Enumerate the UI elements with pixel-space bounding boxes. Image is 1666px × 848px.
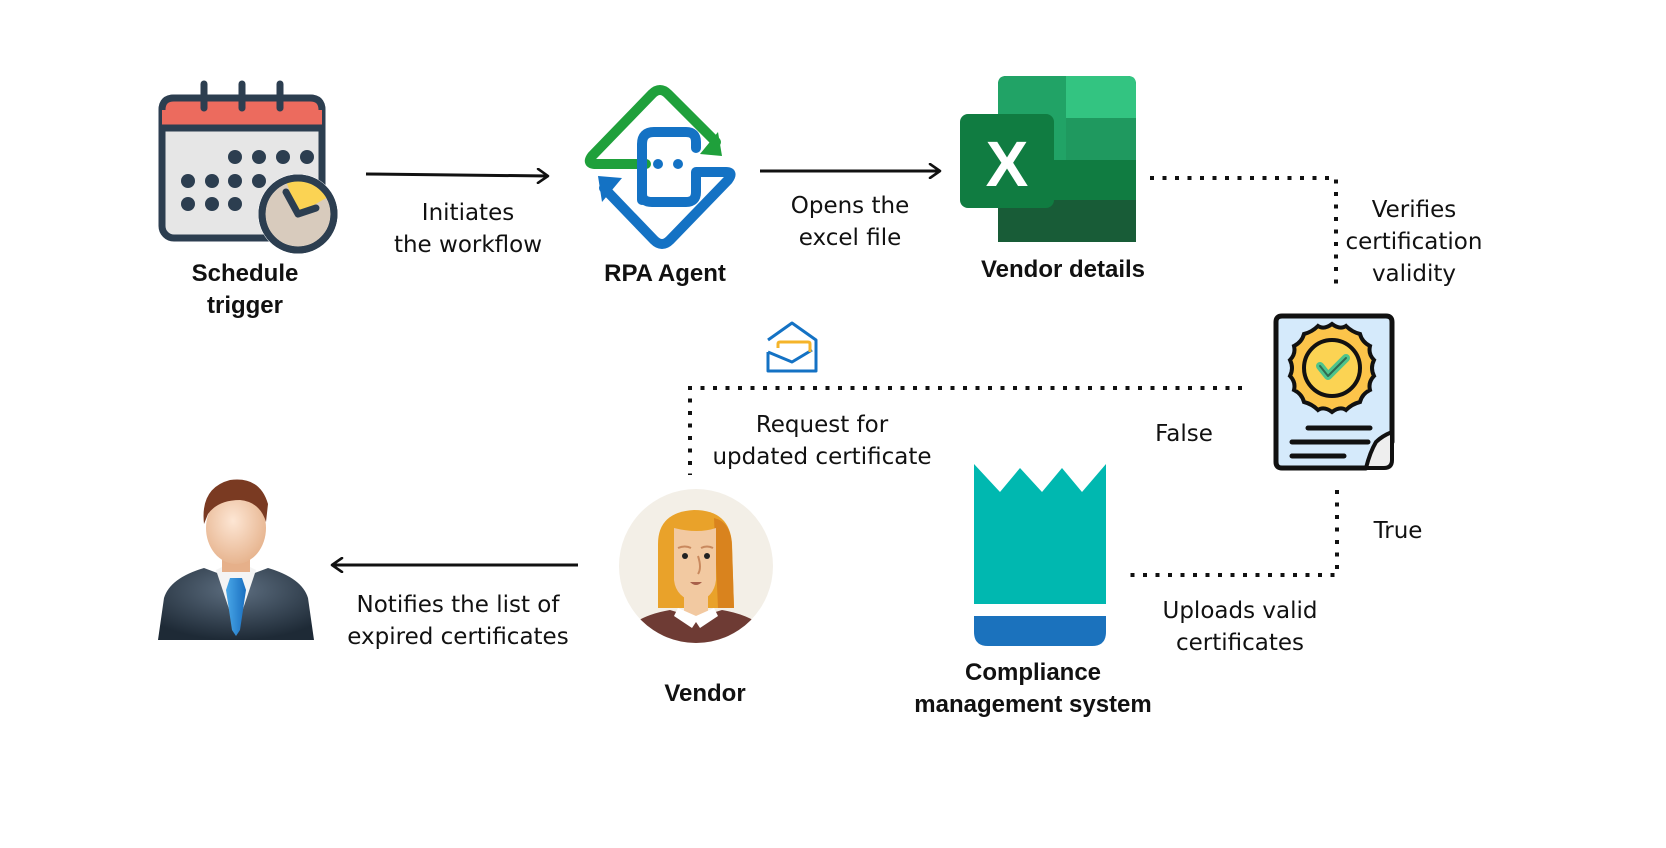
compliance-system-title: Compliance management system	[880, 657, 1186, 721]
compliance-crown-icon	[974, 464, 1106, 646]
edge-label-initiates: Initiates the workflow	[368, 197, 568, 261]
excel-icon: X	[960, 76, 1136, 242]
edge-label-opens-line1: Opens the	[790, 193, 910, 219]
edge-label-notifies-line1: Notifies the list of	[356, 592, 560, 618]
zoho-mail-icon	[766, 321, 818, 373]
edge-label-uploads: Uploads valid certificates	[1140, 595, 1340, 659]
edge-label-verifies-line3: validity	[1371, 261, 1457, 287]
certificate-badge-icon	[1273, 313, 1395, 471]
compliance-system-title-line1: Compliance	[964, 659, 1102, 686]
edge-label-uploads-line1: Uploads valid	[1162, 598, 1318, 624]
schedule-trigger-title-line2: trigger	[206, 292, 283, 319]
dotted-verifies	[1150, 176, 1338, 292]
calendar-clock-icon	[158, 80, 338, 254]
businessman-avatar-icon	[158, 479, 314, 640]
edge-label-notifies-line2: expired certificates	[347, 624, 569, 650]
schedule-trigger-title: Schedule trigger	[150, 258, 340, 322]
dotted-false-branch	[688, 386, 1242, 475]
rpa-agent-title: RPA Agent	[604, 260, 726, 287]
edge-label-notifies: Notifies the list of expired certificate…	[338, 589, 578, 653]
edge-label-true: True	[1373, 518, 1423, 544]
edge-label-false: False	[1155, 421, 1213, 447]
dotted-true-branch	[1130, 490, 1339, 577]
compliance-system-title-line2: management system	[914, 691, 1152, 718]
vendor-details-title: Vendor details	[980, 256, 1146, 283]
edge-label-initiates-line1: Initiates	[421, 200, 515, 226]
edge-label-request-line2: updated certificate	[712, 444, 932, 470]
edge-label-opens-line2: excel file	[798, 225, 902, 251]
svg-text:X: X	[986, 128, 1029, 200]
edge-label-request-line1: Request for	[755, 412, 889, 438]
vendor-avatar-icon	[619, 489, 773, 643]
edge-label-initiates-line2: the workflow	[393, 232, 543, 258]
arrow-initiates	[365, 174, 548, 176]
edge-label-uploads-line2: certificates	[1175, 630, 1305, 656]
edge-label-verifies: Verifies certification validity	[1324, 194, 1504, 290]
edge-label-opens: Opens the excel file	[750, 190, 950, 254]
edge-label-verifies-line1: Verifies	[1371, 197, 1457, 223]
rpa-bot-icon	[584, 85, 736, 249]
edge-label-verifies-line2: certification	[1345, 229, 1483, 255]
edge-label-request: Request for updated certificate	[700, 409, 944, 473]
schedule-trigger-title-line1: Schedule	[191, 260, 299, 287]
vendor-title: Vendor	[664, 680, 746, 707]
